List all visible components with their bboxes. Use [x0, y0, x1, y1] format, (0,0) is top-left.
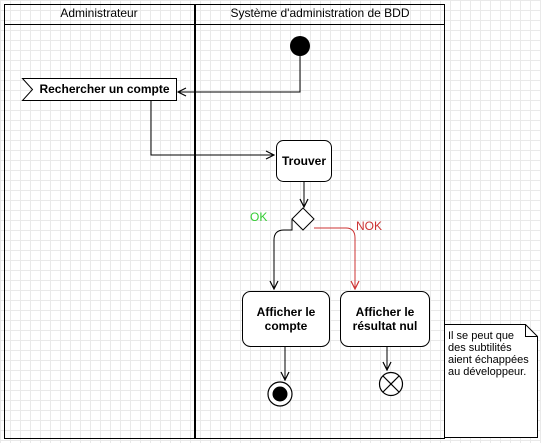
initial-node [290, 36, 310, 56]
flow-final-cross-b [382, 375, 400, 393]
action-show-nul-label: Afficher le résultat nul [352, 305, 418, 333]
edge-initial-to-search [178, 56, 301, 92]
lane-title-administrateur: Administrateur [60, 6, 138, 20]
action-show-nul-shape [340, 291, 430, 347]
action-search-shape [21, 78, 177, 101]
action-show-account-label: Afficher le compte [256, 305, 316, 333]
action-search-label: Rechercher un compte [39, 82, 170, 96]
lane-title-systeme: Système d'administration de BDD [230, 6, 410, 20]
edge-search-to-find [150, 101, 274, 155]
decision-node [291, 207, 315, 231]
note-fold [525, 324, 538, 337]
guard-ok-label: OK [250, 210, 268, 224]
action-find-label: Trouver [281, 154, 326, 168]
swimlane-frame [4, 4, 445, 439]
action-find-shape [276, 140, 332, 182]
edge-decision-to-show-account [274, 219, 293, 289]
note-shape [444, 324, 538, 438]
action-show-account-shape [242, 291, 330, 347]
note-text: Il se peut que des subtilités aient écha… [448, 330, 529, 378]
guard-nok-label: NOK [356, 219, 383, 233]
activity-final-node-dot [272, 386, 288, 402]
edge-decision-to-show-nul [314, 227, 355, 289]
